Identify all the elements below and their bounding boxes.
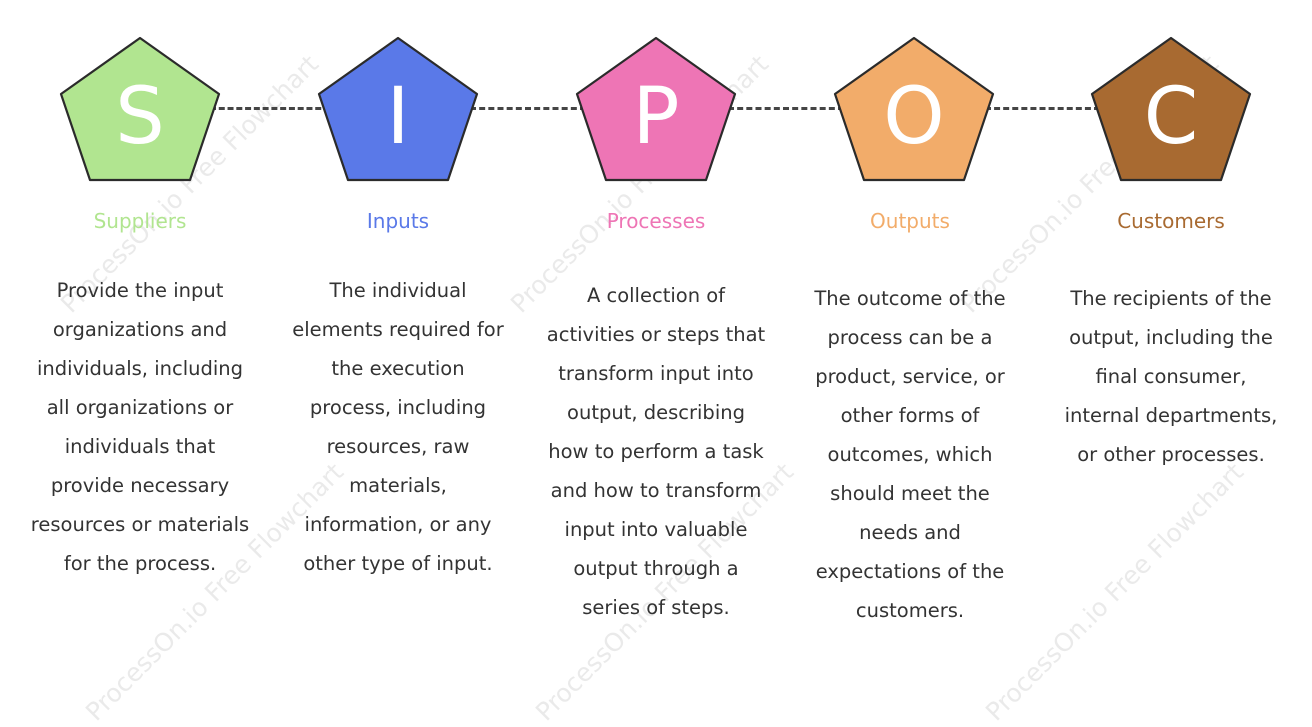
pentagon-letter: O (883, 72, 945, 162)
column-description: The individual elements required for the… (292, 279, 504, 575)
pentagon-shape (1090, 36, 1252, 182)
pentagon-shape (59, 36, 221, 182)
connector-line (210, 107, 330, 110)
pentagon-shape (317, 36, 479, 182)
column-description: The outcome of the process can be a prod… (814, 287, 1006, 622)
pentagon-letter: I (386, 72, 410, 162)
column-title: Processes (606, 209, 706, 233)
connector-line (470, 107, 586, 110)
sipoc-diagram: ProcessOn.io Free Flowchart ProcessOn.io… (30, 36, 1278, 727)
column-title: Inputs (366, 209, 430, 233)
column-title: Suppliers (93, 209, 187, 233)
column-title: Customers (1117, 209, 1225, 233)
column-title: Outputs (870, 209, 950, 233)
pentagon-letter: P (632, 72, 680, 162)
column-description: Provide the input organizations and indi… (30, 279, 250, 575)
pentagon-shape (833, 36, 995, 182)
watermark: ProcessOn.io Free Flowchart (980, 457, 1250, 727)
connector-line (985, 107, 1100, 110)
pentagon-letter: C (1143, 72, 1199, 162)
pentagon-shape (575, 36, 737, 182)
column-description: The recipients of the output, including … (1064, 287, 1278, 466)
pentagon-letter: S (115, 72, 165, 162)
column-description: A collection of activities or steps that… (546, 284, 766, 619)
connector-line (728, 107, 844, 110)
